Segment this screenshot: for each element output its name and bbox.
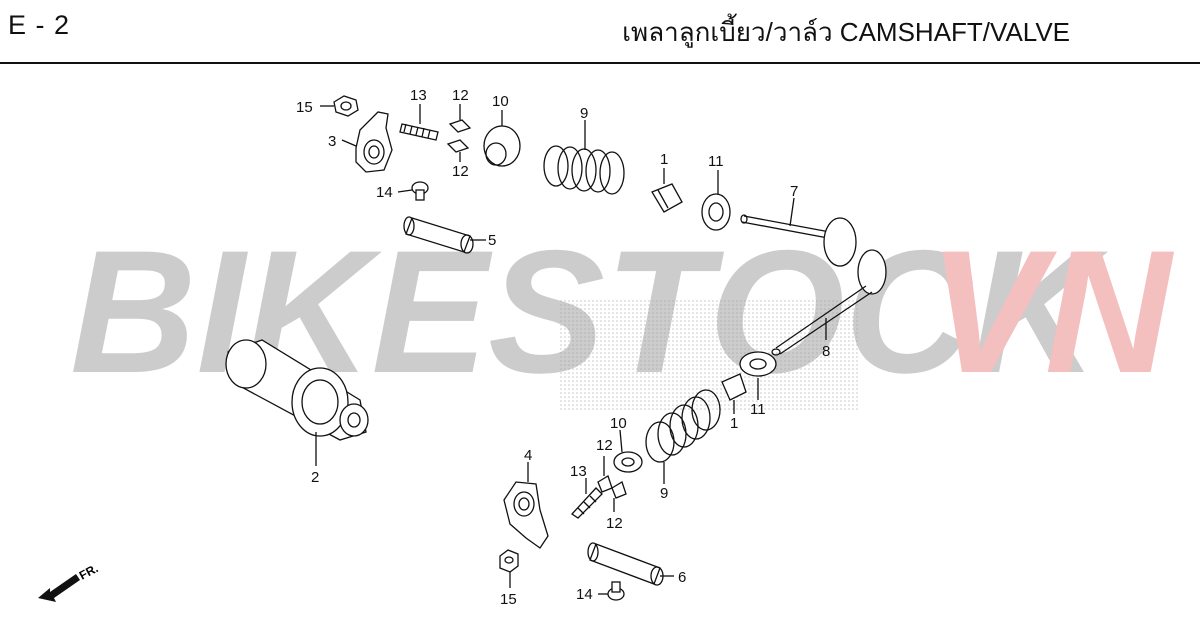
part-1-seal-top [651,168,683,213]
part-2-camshaft [225,339,369,466]
callout-6: 6 [678,569,686,586]
callout-11-top: 11 [708,153,724,170]
part-4-rocker-arm [503,462,549,549]
callout-1-bottom: 1 [730,415,738,432]
part-8-valve [771,249,887,356]
callout-12-top-a: 12 [452,87,469,104]
part-11-seat-bottom [739,351,777,400]
callout-3: 3 [328,133,336,150]
header-divider [0,62,1200,64]
front-direction-marker: FR. [38,561,100,602]
part-3-rocker-arm [341,111,393,173]
watermark: BIKESTOCK VN [70,215,1175,410]
callout-12-bottom-a: 12 [596,437,613,454]
part-1-seal-bottom [721,373,747,414]
honda-dotted-logo [560,300,860,410]
callout-7: 7 [790,183,798,200]
callout-10-bottom: 10 [610,415,627,432]
part-13-screw-bottom [571,478,603,519]
part-14-bolt-bottom [598,581,625,601]
part-10-retainer-bottom [613,429,643,473]
part-14-bolt-top [397,181,429,201]
callout-12-top-b: 12 [452,163,469,180]
callout-10-top: 10 [492,93,509,110]
callout-4: 4 [524,447,532,464]
part-13-screw-top [399,104,439,141]
part-15-nut-top [320,95,359,117]
callout-5: 5 [488,232,496,249]
callout-labels: 15 3 13 12 12 10 9 1 11 7 14 5 8 11 1 10… [296,87,830,608]
part-9-spring-top [543,120,625,195]
part-6-rocker-shaft [587,542,674,586]
callout-8: 8 [822,343,830,360]
part-10-retainer-top [483,110,521,167]
part-11-seat-top [701,170,731,231]
callout-15-top: 15 [296,99,313,116]
part-12-cotters-bottom [597,456,627,512]
callout-14-bottom: 14 [576,586,593,603]
callout-15-bottom: 15 [500,591,517,608]
part-5-rocker-shaft [403,216,486,254]
callout-9-top: 9 [580,105,588,122]
callout-1-top: 1 [660,151,668,168]
part-7-valve [740,197,857,267]
front-direction-label: FR. [77,561,101,582]
callout-13-bottom: 13 [570,463,587,480]
page-title: เพลาลูกเบี้ยว/วาล์ว CAMSHAFT/VALVE [622,17,1070,47]
part-12-cotters-top [446,104,472,162]
watermark-text-accent: VN [928,215,1175,410]
part-15-nut-bottom [499,549,519,588]
callout-2: 2 [311,469,319,486]
page-code: E - 2 [8,10,71,40]
callout-13-top: 13 [410,87,427,104]
callout-12-bottom-b: 12 [606,515,623,532]
callout-14-top: 14 [376,184,393,201]
callout-11-bottom: 11 [750,401,766,418]
callout-9-bottom: 9 [660,485,668,502]
part-9-spring-bottom [645,389,721,484]
front-arrow-icon [38,574,80,602]
